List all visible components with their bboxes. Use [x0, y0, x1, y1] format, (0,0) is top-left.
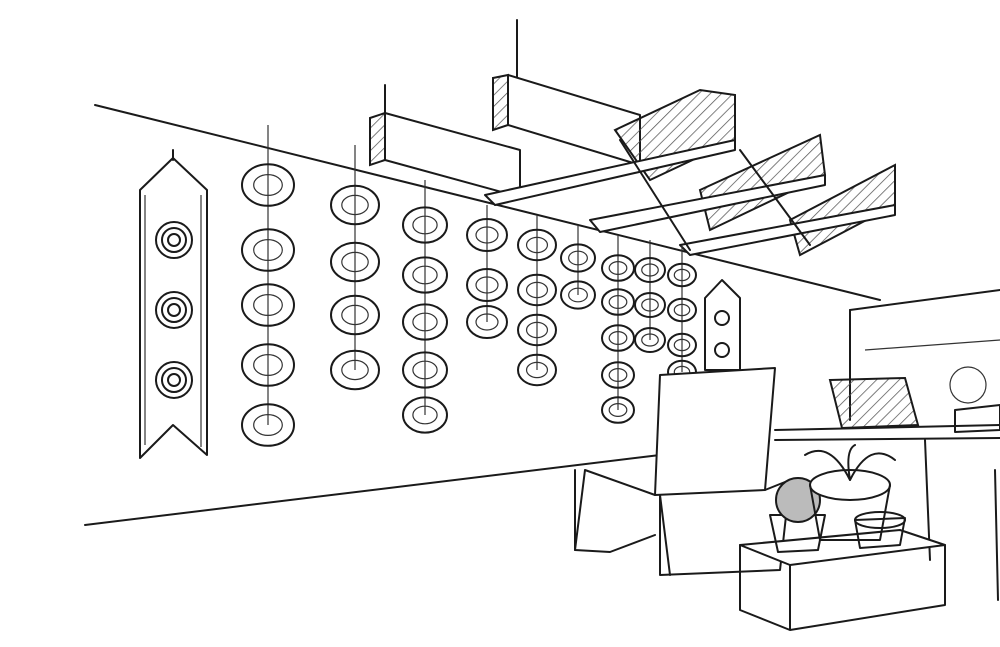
- ceiling-baffles: [369, 19, 896, 257]
- lounge-chair: [574, 367, 791, 576]
- plant-disc: [466, 305, 508, 339]
- back-desk: [774, 366, 1000, 601]
- plant-icon: [412, 312, 438, 332]
- plant-disc: [241, 163, 295, 207]
- plant-icon: [253, 294, 283, 317]
- plant-icon: [568, 250, 588, 266]
- plant-icon: [253, 239, 283, 262]
- plant-disc: [601, 396, 635, 424]
- hanging-plant-discs: [241, 125, 697, 447]
- plant-icon: [641, 333, 659, 347]
- plant-disc: [402, 396, 448, 434]
- plant-icon: [475, 276, 499, 294]
- plant-icon: [673, 303, 691, 317]
- plant-disc: [517, 353, 557, 387]
- plant-icon: [341, 359, 369, 381]
- plant-disc: [634, 257, 666, 283]
- plant-icon: [412, 215, 438, 235]
- wall-banner-small: [704, 279, 741, 371]
- plant-icon: [608, 331, 628, 346]
- plant-disc: [601, 361, 635, 389]
- plant-icon: [608, 295, 628, 310]
- plant-disc: [241, 228, 295, 272]
- plant-disc: [402, 256, 448, 294]
- plant-icon: [412, 405, 438, 425]
- plant-disc: [560, 243, 596, 273]
- plant-icon: [412, 265, 438, 285]
- banner-ring-icon: [167, 373, 181, 387]
- plant-disc: [667, 297, 697, 323]
- plant-disc: [241, 403, 295, 447]
- plant-disc: [601, 324, 635, 352]
- potted-plants: [769, 444, 906, 553]
- plant-disc: [402, 206, 448, 244]
- plant-icon: [253, 174, 283, 197]
- plant-disc: [517, 228, 557, 262]
- plant-disc: [601, 288, 635, 316]
- plant-disc: [330, 294, 380, 336]
- banner-ring-icon: [161, 297, 187, 323]
- plant-icon: [341, 304, 369, 326]
- plant-disc: [560, 280, 596, 310]
- plant-disc: [241, 343, 295, 387]
- plant-disc: [466, 268, 508, 302]
- plant-icon: [253, 414, 283, 437]
- plant-icon: [641, 298, 659, 312]
- banner-ring-icon: [167, 303, 181, 317]
- plant-icon: [641, 263, 659, 277]
- plant-disc: [402, 303, 448, 341]
- plant-disc: [517, 273, 557, 307]
- plant-disc: [330, 349, 380, 391]
- plant-icon: [673, 338, 691, 352]
- plant-icon: [525, 361, 549, 379]
- plant-disc: [667, 332, 697, 358]
- plant-icon: [475, 226, 499, 244]
- side-table: [739, 529, 946, 631]
- room-outline: [84, 104, 1000, 526]
- plant-icon: [608, 403, 628, 418]
- plant-disc: [667, 262, 697, 288]
- plant-icon: [341, 194, 369, 216]
- plant-disc: [517, 313, 557, 347]
- plant-icon: [253, 354, 283, 377]
- plant-icon: [341, 251, 369, 273]
- wall-banner-large: [139, 149, 208, 459]
- plant-icon: [568, 287, 588, 303]
- plant-disc: [330, 184, 380, 226]
- banner-ring-icon: [155, 361, 193, 399]
- banner-ring-icon: [155, 221, 193, 259]
- plant-icon: [475, 313, 499, 331]
- plant-disc: [241, 283, 295, 327]
- banner-ring-icon: [155, 291, 193, 329]
- banner-ring-icon: [161, 227, 187, 253]
- plant-icon: [525, 281, 549, 299]
- plant-icon: [412, 360, 438, 380]
- plant-icon: [608, 261, 628, 276]
- plant-disc: [330, 241, 380, 283]
- plant-disc: [634, 327, 666, 353]
- plant-icon: [608, 368, 628, 383]
- plant-disc: [634, 292, 666, 318]
- plant-disc: [601, 254, 635, 282]
- plant-icon: [525, 321, 549, 339]
- banner-ring-icon: [161, 367, 187, 393]
- banner-ring-icon: [167, 233, 181, 247]
- plant-icon: [673, 268, 691, 282]
- plant-icon: [525, 236, 549, 254]
- plant-disc: [402, 351, 448, 389]
- plant-disc: [466, 218, 508, 252]
